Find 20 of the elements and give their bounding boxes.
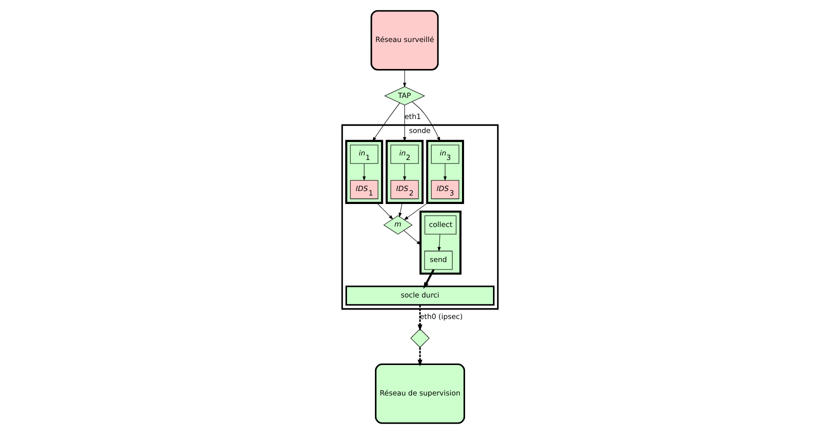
arrow — [417, 304, 422, 332]
arrow — [398, 202, 402, 218]
cluster — [426, 140, 464, 204]
arrow — [402, 70, 406, 88]
arrow — [411, 102, 440, 142]
node-diamond — [410, 328, 430, 348]
cluster — [385, 140, 424, 204]
arrow — [403, 202, 428, 220]
arrow — [422, 269, 434, 289]
arrow — [376, 202, 393, 220]
cluster — [344, 140, 383, 204]
arrow — [442, 163, 446, 181]
arrow — [403, 230, 421, 246]
arrow — [372, 102, 400, 142]
arrow — [402, 163, 406, 181]
arrow — [437, 234, 440, 252]
arrow — [417, 347, 422, 366]
cluster — [418, 210, 461, 275]
arrow — [402, 104, 406, 142]
arrow — [362, 163, 366, 181]
